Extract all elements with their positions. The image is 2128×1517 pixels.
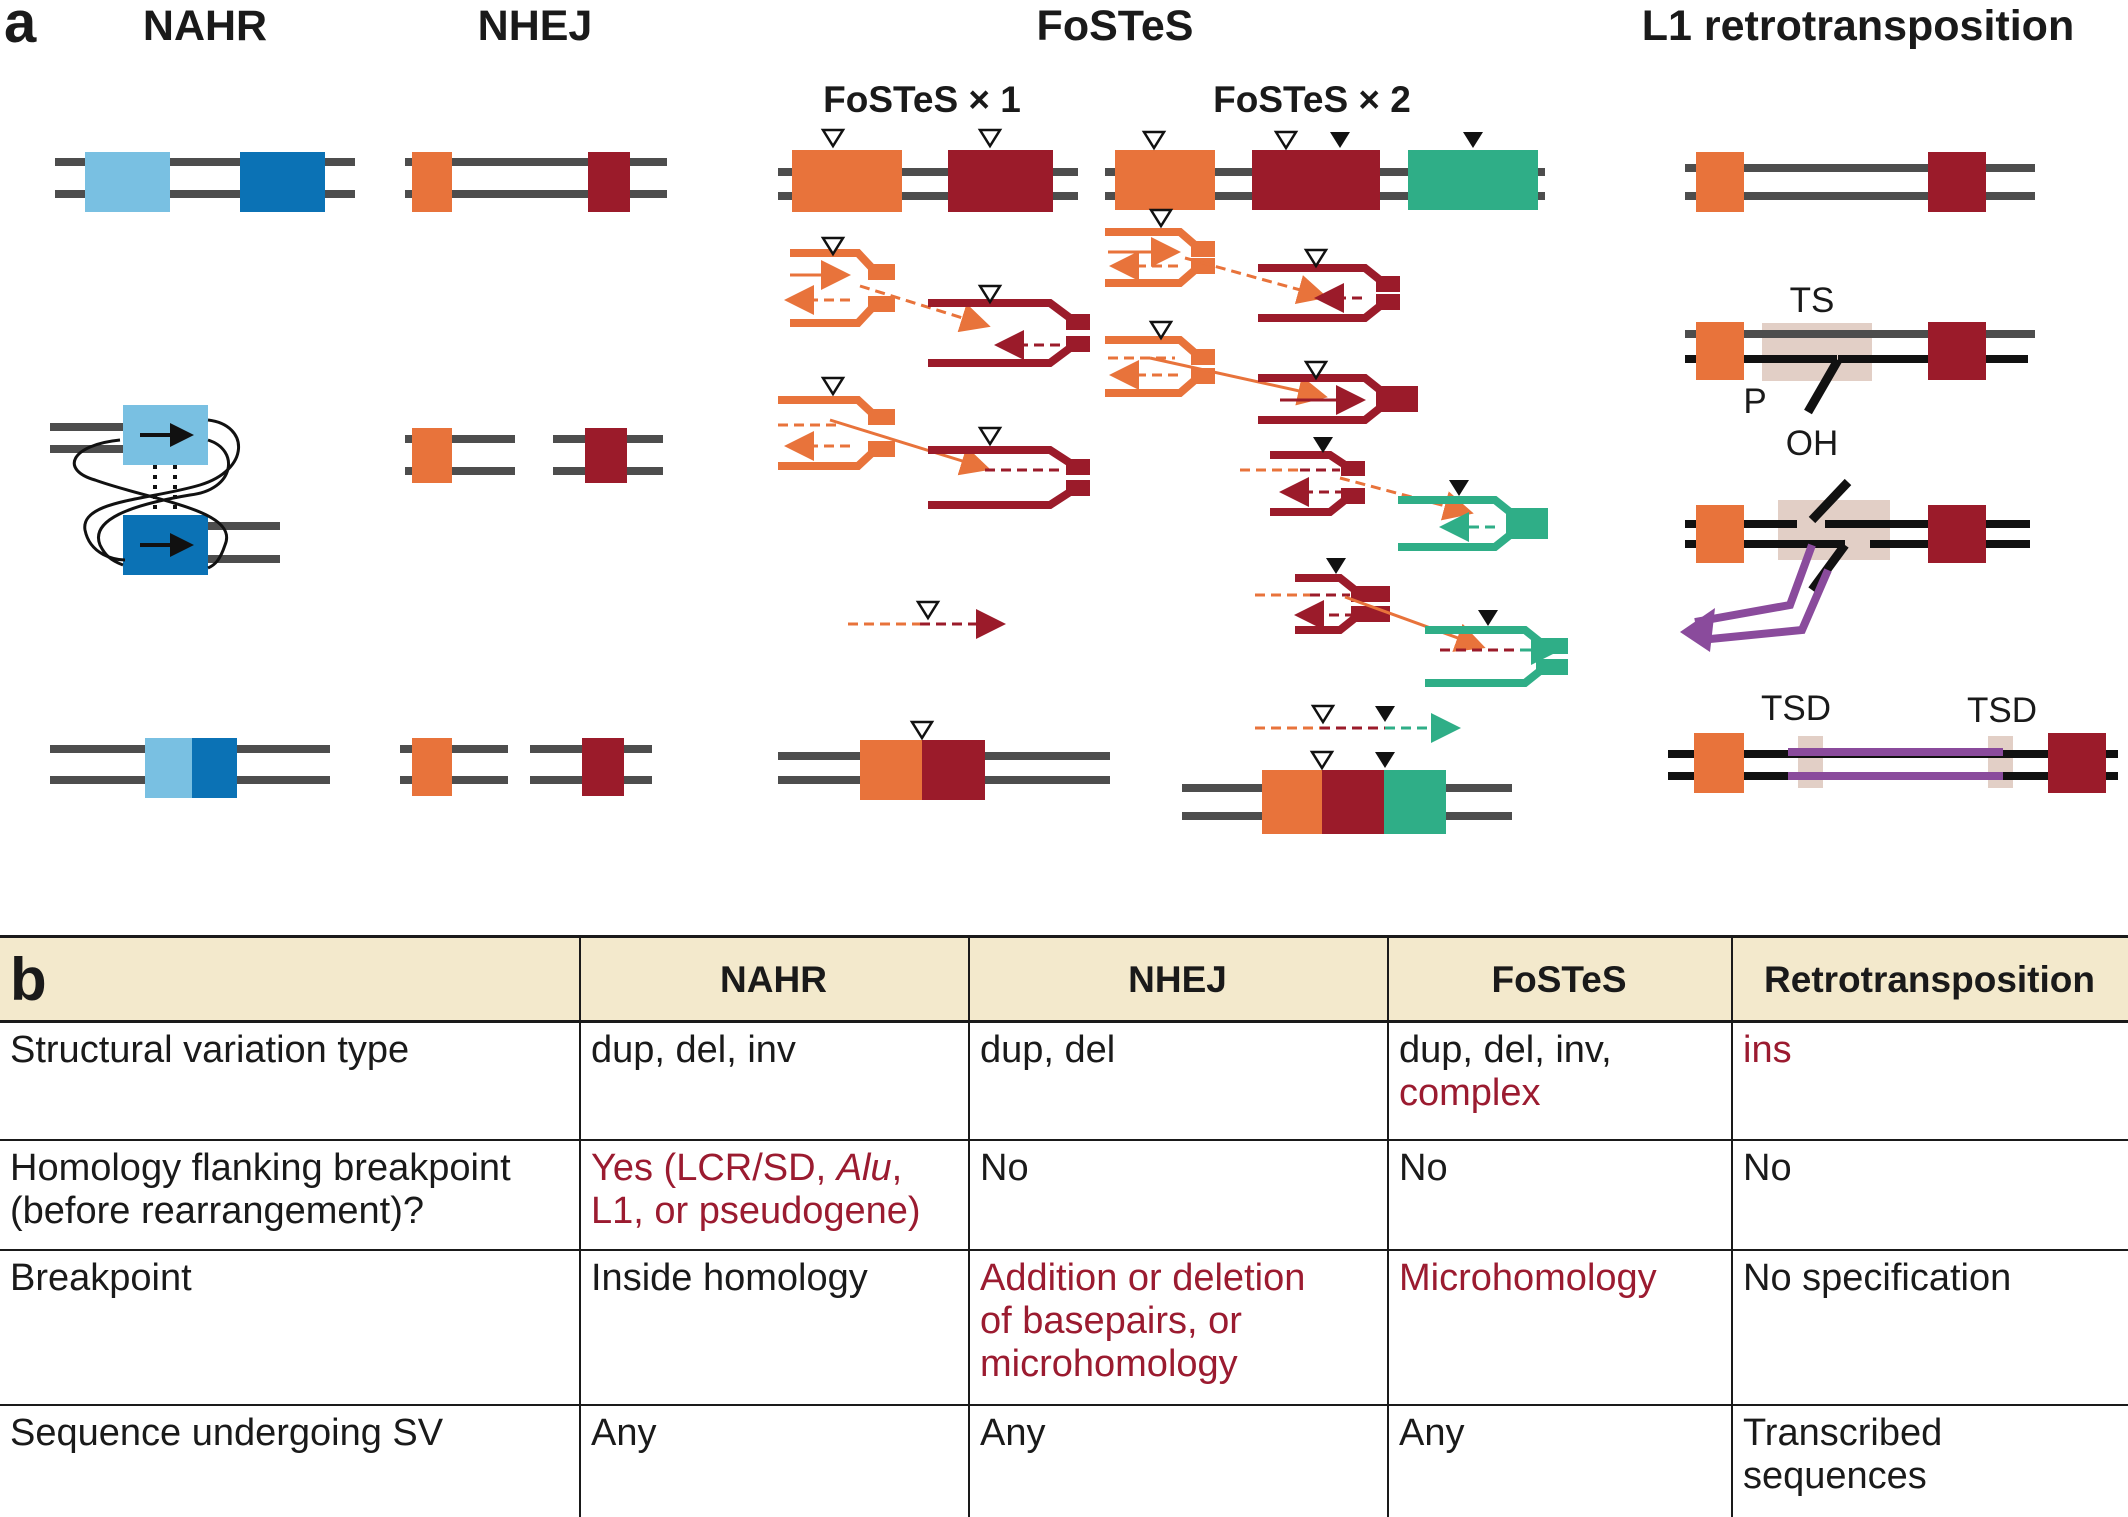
fostes-x2-result <box>1182 750 1512 834</box>
nhej-result <box>400 738 652 796</box>
table-header-row: b NAHR NHEJ FoSTeS Retrotransposition <box>0 935 2128 1023</box>
panel-a-letter: a <box>4 0 37 55</box>
nhej-initial <box>405 152 667 212</box>
nahr-initial <box>55 152 355 212</box>
fostes-x1-result <box>778 720 1110 800</box>
l1-result-insertion: TSD TSD <box>1668 689 2118 793</box>
row-label: Structural variation type <box>0 1020 581 1141</box>
cell-fostes: Microhomology <box>1387 1248 1733 1406</box>
table-row: Sequence undergoing SV Any Any Any Trans… <box>0 1403 2128 1517</box>
label-ts: TS <box>1790 281 1835 320</box>
fostes-x2-fork-1 <box>1105 208 1400 322</box>
fostes-x1-fork-1 <box>784 236 1090 367</box>
subtitle-fostes-x1: FoSTeS × 1 <box>823 79 1021 120</box>
fostes-x2-product-strand <box>1255 704 1461 743</box>
fostes-x2-fork-3 <box>1240 437 1548 551</box>
mechanism-comparison-table: b NAHR NHEJ FoSTeS Retrotransposition St… <box>0 935 2128 1517</box>
table-row: Homology flanking breakpoint(before rear… <box>0 1138 2128 1251</box>
cell-retro: No specification <box>1731 1248 2128 1406</box>
subtitle-fostes-x2: FoSTeS × 2 <box>1213 79 1411 120</box>
row-label-line: (before rearrangement)? <box>10 1189 424 1232</box>
cell-nhej: dup, del <box>968 1020 1389 1141</box>
row-label-line: Homology flanking breakpoint <box>10 1146 511 1189</box>
cell-text: Transcribed <box>1743 1411 1943 1454</box>
cell-nhej: No <box>968 1138 1389 1251</box>
cell-fostes: Any <box>1387 1403 1733 1517</box>
row-label: Homology flanking breakpoint(before rear… <box>0 1138 581 1251</box>
row-label: Breakpoint <box>0 1248 581 1406</box>
cell-text-highlight: complex <box>1399 1072 1541 1114</box>
nahr-misalignment <box>50 405 280 575</box>
row-label: Sequence undergoing SV <box>0 1403 581 1517</box>
nahr-result <box>50 738 330 798</box>
column-title-l1: L1 retrotransposition <box>1642 2 2074 50</box>
header-nhej: NHEJ <box>968 935 1389 1023</box>
cell-nahr: Yes (LCR/SD, Alu,L1, or pseudogene) <box>579 1138 970 1251</box>
label-oh: OH <box>1786 424 1839 463</box>
table-row: Breakpoint Inside homology Addition or d… <box>0 1248 2128 1406</box>
fostes-x2-fork-2 <box>1105 320 1418 424</box>
header-nahr: NAHR <box>579 935 970 1023</box>
column-title-nhej: NHEJ <box>478 2 593 50</box>
cell-text: microhomology <box>980 1342 1238 1385</box>
fostes-x1-fork-2 <box>778 376 1090 509</box>
nhej-break <box>405 428 663 483</box>
label-tsd-left: TSD <box>1761 689 1831 728</box>
fostes-x2-fork-4 <box>1255 558 1568 687</box>
cell-nhej: Any <box>968 1403 1389 1517</box>
header-fostes: FoSTeS <box>1387 935 1733 1023</box>
column-title-fostes: FoSTeS <box>1037 2 1194 50</box>
fostes-x1-product-strand <box>848 600 1006 639</box>
label-tsd-right: TSD <box>1967 691 2037 730</box>
panel-a-diagram: a NAHR NHEJ FoSTeS L1 retrotransposition… <box>4 0 2118 834</box>
fostes-x1-initial <box>778 128 1078 212</box>
label-p: P <box>1743 382 1766 421</box>
cell-text: , <box>891 1146 903 1189</box>
header-retrotransposition: Retrotransposition <box>1731 935 2128 1023</box>
cell-nahr: dup, del, inv <box>579 1020 970 1141</box>
cell-retro: ins <box>1731 1020 2128 1141</box>
l1-initial <box>1685 152 2035 212</box>
fostes-x2-initial <box>1105 130 1545 210</box>
cell-nahr: Any <box>579 1403 970 1517</box>
l1-target-site-nick: TS P OH <box>1685 281 2035 463</box>
cell-fostes: dup, del, inv,complex <box>1387 1020 1733 1141</box>
cell-text-italic: Alu <box>836 1146 892 1189</box>
cell-retro: No <box>1731 1138 2128 1251</box>
table-row: Structural variation type dup, del, inv … <box>0 1020 2128 1141</box>
cell-text: of basepairs, or <box>980 1299 1242 1342</box>
cell-text: Yes (LCR/SD, <box>591 1146 837 1189</box>
cell-text: dup, del, inv, <box>1399 1029 1612 1071</box>
cell-text: L1, or pseudogene) <box>591 1189 921 1232</box>
column-title-nahr: NAHR <box>143 2 267 50</box>
panel-b-letter: b <box>0 935 581 1023</box>
cell-fostes: No <box>1387 1138 1733 1251</box>
cell-text: sequences <box>1743 1454 1927 1497</box>
cell-nahr: Inside homology <box>579 1248 970 1406</box>
l1-reverse-transcription <box>1680 478 2030 652</box>
cell-text: Addition or deletion <box>980 1256 1306 1299</box>
